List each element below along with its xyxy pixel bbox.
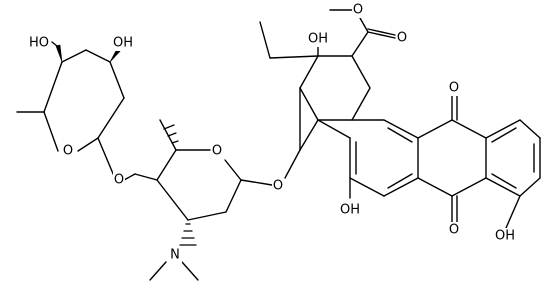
aglycone-ring-a-lower-bond [299, 119, 319, 151]
sugar-a-bonds [16, 49, 136, 181]
atom-labels: HO OH O O O N O OH O O OH O O OH [28, 2, 516, 263]
phenol-hydroxyl-bottom-label: OH [495, 229, 515, 244]
glycosidic-oxygen-2-label: O [273, 179, 283, 194]
sugar-a-ring-oxygen-label: O [63, 144, 73, 159]
aglycone-ring-a-bonds [259, 9, 396, 179]
sugar-b-bonds [134, 119, 273, 281]
amine-nitrogen-label: N [170, 248, 180, 263]
sugar-b-ring-oxygen-label: O [212, 144, 222, 159]
carbonyl-oxygen-label: O [397, 31, 407, 46]
ester-oxygen-label: O [353, 3, 363, 18]
tertiary-hydroxyl-label: OH [308, 32, 328, 47]
glycosidic-oxygen-1-label: O [114, 173, 124, 188]
sugar-b-methyl-dash-bond [163, 124, 179, 144]
sugar-a-oh-left-bond [51, 41, 58, 47]
phenol-hydroxyl-middle-label: OH [340, 203, 360, 218]
sugar-a-hydroxyl-left-label: HO [29, 36, 49, 51]
sugar-a-oh-left-wedge [55, 44, 63, 63]
sugar-b-amine-dash-bond [179, 223, 197, 246]
quinone-oxygen-bottom-label: O [449, 223, 459, 238]
sugar-a-hydroxyl-right-label: OH [113, 36, 133, 51]
quinone-oxygen-top-label: O [449, 81, 459, 96]
aglycone-aromatic-bonds [317, 95, 541, 229]
